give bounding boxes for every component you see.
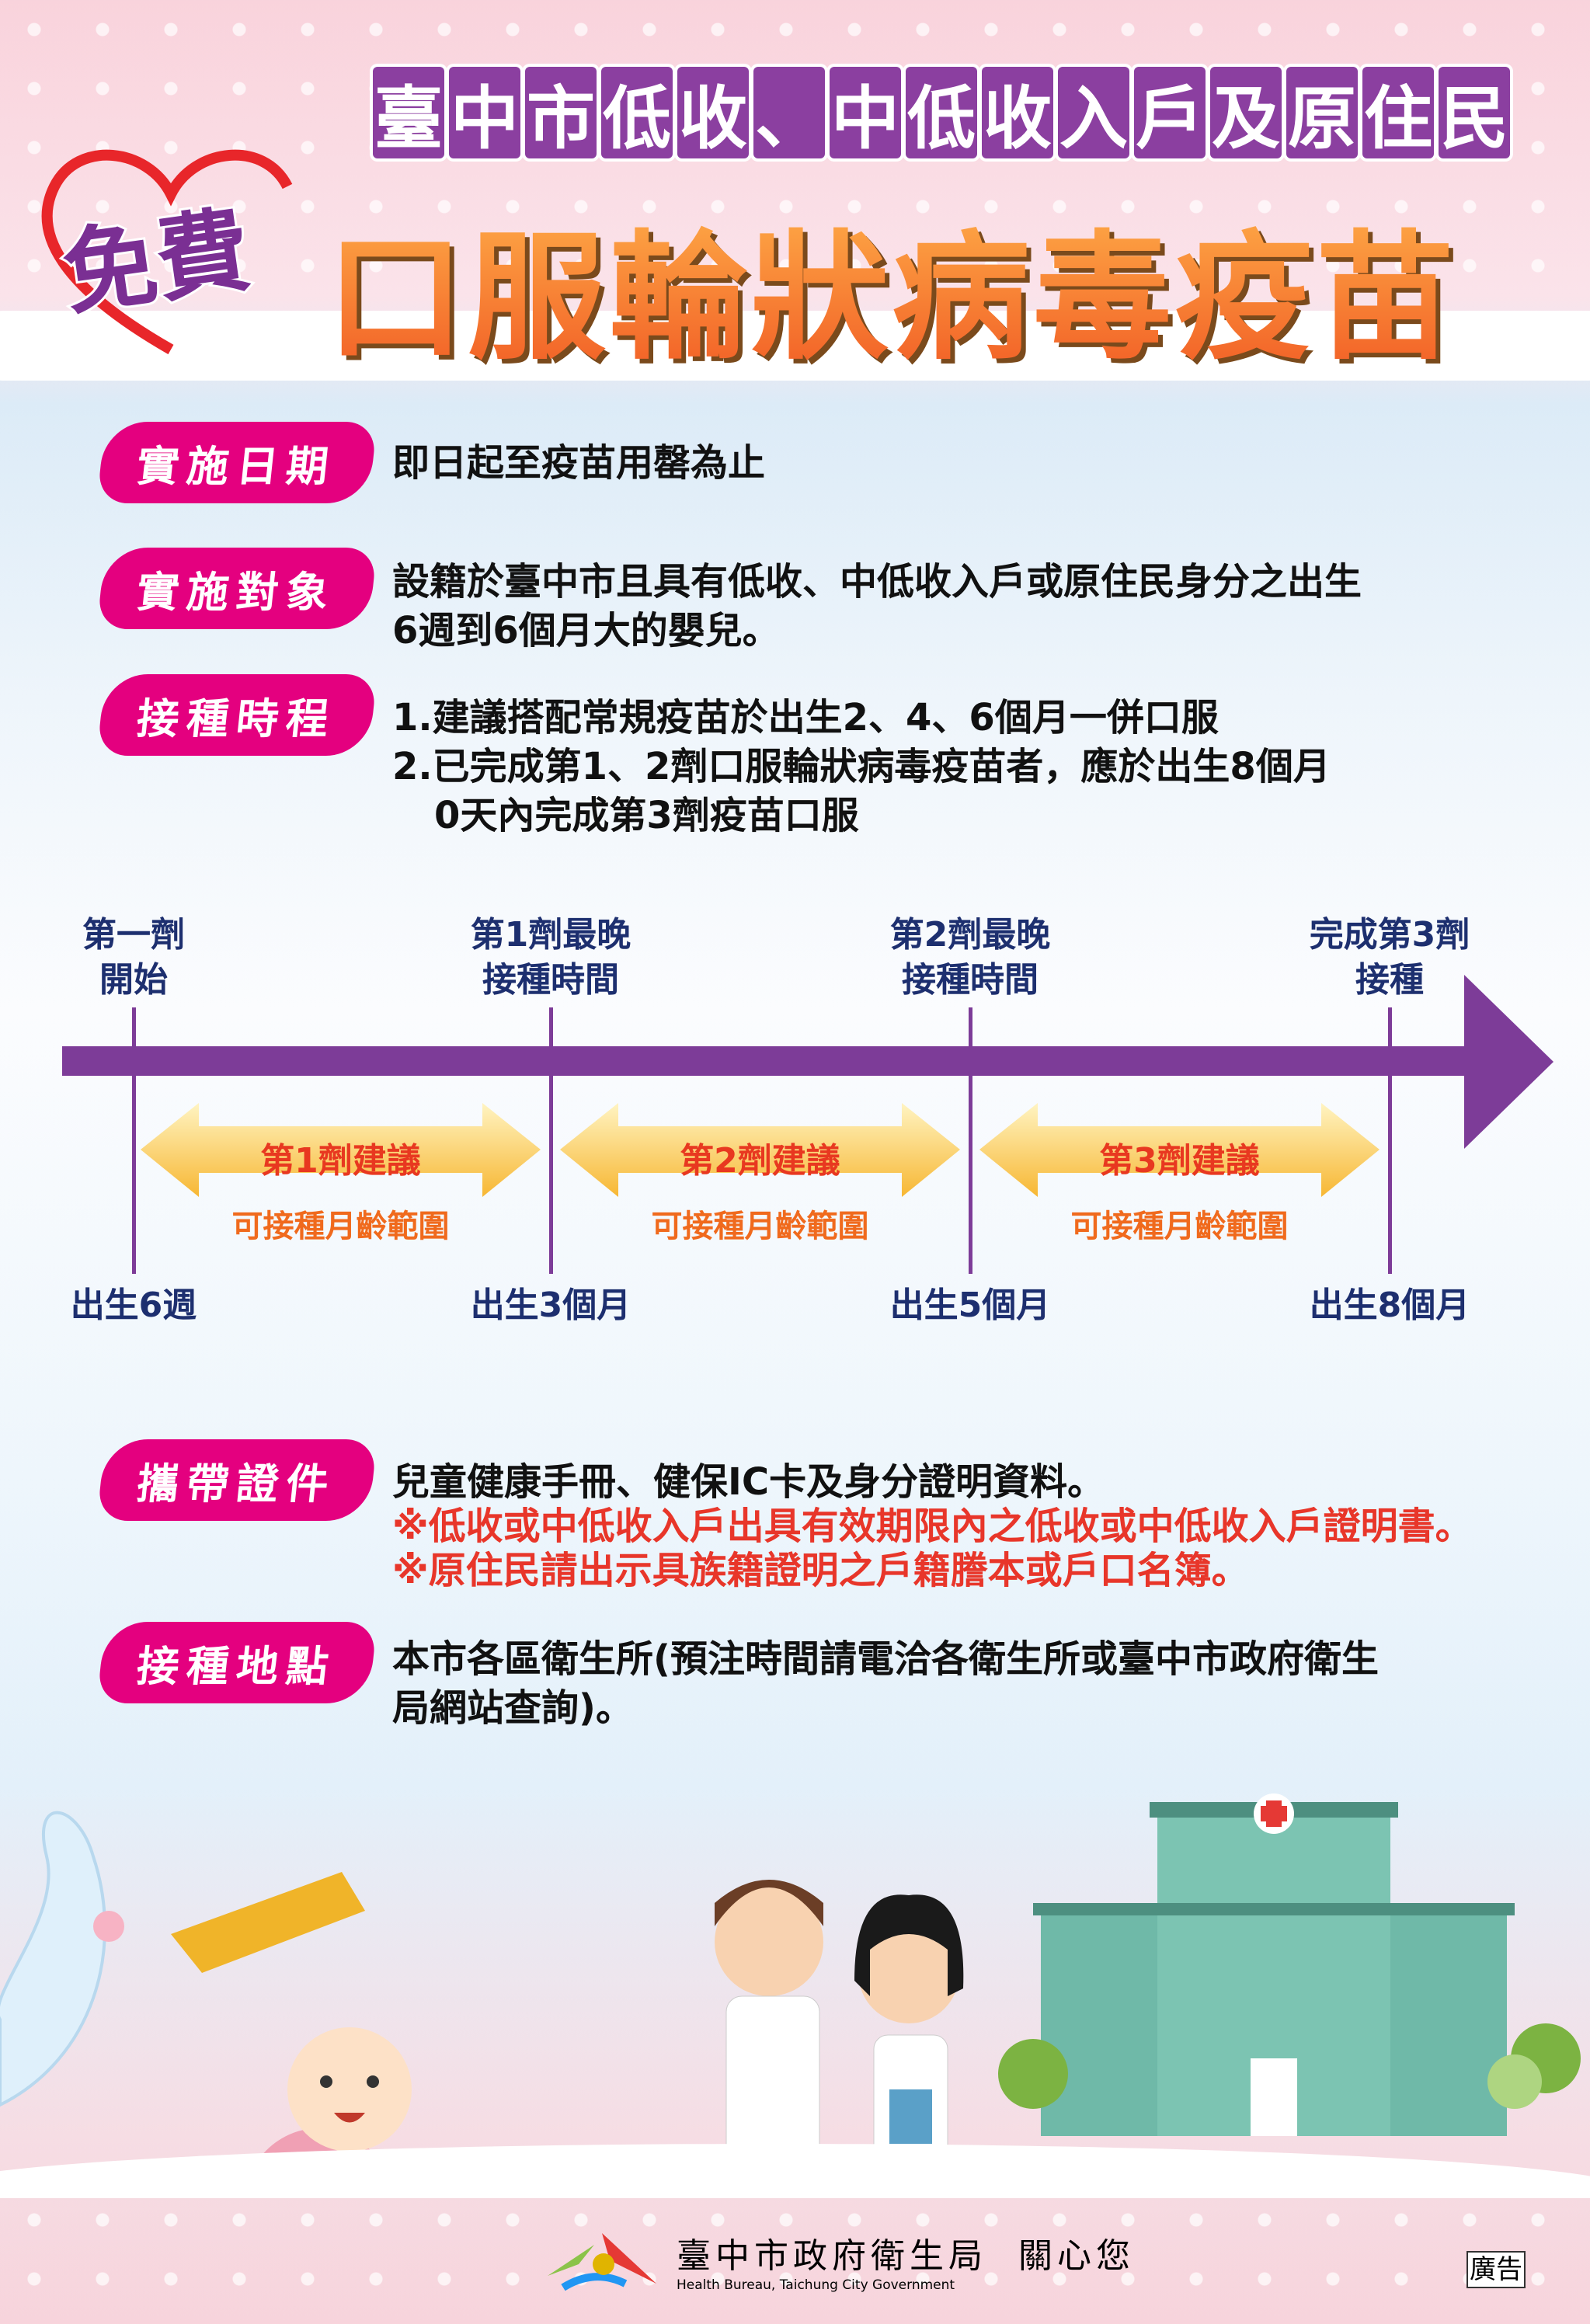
- tree-illustration: [998, 2023, 1581, 2109]
- range-title: 第2劑建議: [680, 1141, 840, 1181]
- timeline-top-label: 第2劑最晚接種時間: [889, 915, 1051, 1000]
- free-badge: 免費: [54, 194, 259, 332]
- timeline-arrow: [62, 1046, 1476, 1076]
- subtitle-char: 收: [982, 67, 1053, 158]
- subtitle-char: 市: [525, 67, 597, 158]
- date-text: 即日起至疫苗用罄為止: [392, 441, 766, 485]
- subtitle-char: 收: [677, 67, 749, 158]
- heart-outline-icon: [41, 149, 293, 355]
- subtitle-char: 及: [1210, 67, 1282, 158]
- timeline-tick: [1388, 1007, 1392, 1274]
- range-subtitle: 可接種月齡範圍: [1070, 1209, 1289, 1244]
- dose-range-arrow: 第1劑建議可接種月齡範圍: [141, 1103, 541, 1244]
- range-subtitle: 可接種月齡範圍: [651, 1209, 869, 1244]
- dose-range-arrow: 第2劑建議可接種月齡範圍: [560, 1103, 960, 1244]
- timeline-top-label: 完成第3劑接種: [1309, 915, 1470, 1000]
- timeline-tick: [132, 1007, 136, 1274]
- range-subtitle: 可接種月齡範圍: [231, 1209, 450, 1244]
- health-bureau-logo: 臺中市政府衛生局 關心您 Health Bureau, Taichung Cit…: [548, 2228, 1135, 2293]
- subtitle-char: 民: [1439, 67, 1510, 158]
- label-schedule: 接種時程: [96, 674, 377, 756]
- timeline-bottom-label: 出生5個月: [889, 1286, 1051, 1325]
- timeline-tick: [969, 1007, 972, 1274]
- dose-range-arrow: 第3劑建議可接種月齡範圍: [979, 1103, 1380, 1244]
- hospital-illustration: [1033, 1793, 1515, 2136]
- double-arrow-icon: [979, 1103, 1380, 1197]
- subtitle-char: 低: [601, 67, 673, 158]
- subtitle-char: 戶: [1134, 67, 1206, 158]
- subtitle-char: 低: [906, 67, 977, 158]
- subtitle-char: 中: [830, 67, 901, 158]
- double-arrow-icon: [560, 1103, 960, 1197]
- timeline-top-label: 第1劑最晚接種時間: [470, 915, 631, 1000]
- slogan: 關心您: [1018, 2236, 1135, 2276]
- heart-pattern: [0, 2190, 1590, 2324]
- subtitle-char: 原: [1286, 67, 1358, 158]
- subtitle-char: 臺: [373, 67, 444, 158]
- stork-illustration: [0, 1811, 365, 2107]
- timeline-bottom-label: 出生3個月: [470, 1286, 631, 1325]
- subtitle-banner: 臺中市低收、中低收入戶及原住民: [373, 67, 1510, 158]
- label-target: 實施對象: [96, 548, 377, 629]
- ad-badge: 廣告: [1466, 2251, 1526, 2288]
- label-date: 實施日期: [96, 422, 377, 503]
- timeline-top-label: 第一劑開始: [82, 915, 185, 1000]
- range-title: 第1劑建議: [260, 1141, 421, 1181]
- bureau-emblem-icon: [548, 2233, 656, 2291]
- location-text: 本市各區衛生所(預注時間請電洽各衛生所或臺中市政府衛生局網站查詢)。: [392, 1637, 1379, 1730]
- org-name: 臺中市政府衛生局: [677, 2236, 987, 2276]
- cloud-band: [0, 311, 1590, 381]
- main-title: 口服輪狀病毒疫苗: [326, 186, 1457, 386]
- subtitle-char: 、: [753, 67, 825, 158]
- timeline-bottom-label: 出生8個月: [1309, 1286, 1470, 1325]
- label-location: 接種地點: [96, 1622, 377, 1703]
- label-documents: 攜帶證件: [96, 1439, 377, 1521]
- timeline-bottom-label: 出生6週: [70, 1286, 197, 1325]
- range-title: 第3劑建議: [1099, 1141, 1260, 1181]
- doctor-female-illustration: [854, 1894, 964, 2183]
- documents-text: 兒童健康手冊、健保IC卡及身分證明資料。※低收或中低收入戶出具有效期限內之低收或…: [392, 1460, 1473, 1592]
- subtitle-char: 住: [1362, 67, 1434, 158]
- timeline-tick: [549, 1007, 553, 1274]
- illustration-scene: [0, 1793, 1590, 2198]
- subtitle-char: 中: [449, 67, 520, 158]
- doctor-male-illustration: [715, 1880, 823, 2198]
- subtitle-char: 入: [1058, 67, 1129, 158]
- double-arrow-icon: [141, 1103, 541, 1197]
- org-name-en: Health Bureau, Taichung City Government: [677, 2277, 955, 2293]
- arrow-head-icon: [1464, 975, 1553, 1149]
